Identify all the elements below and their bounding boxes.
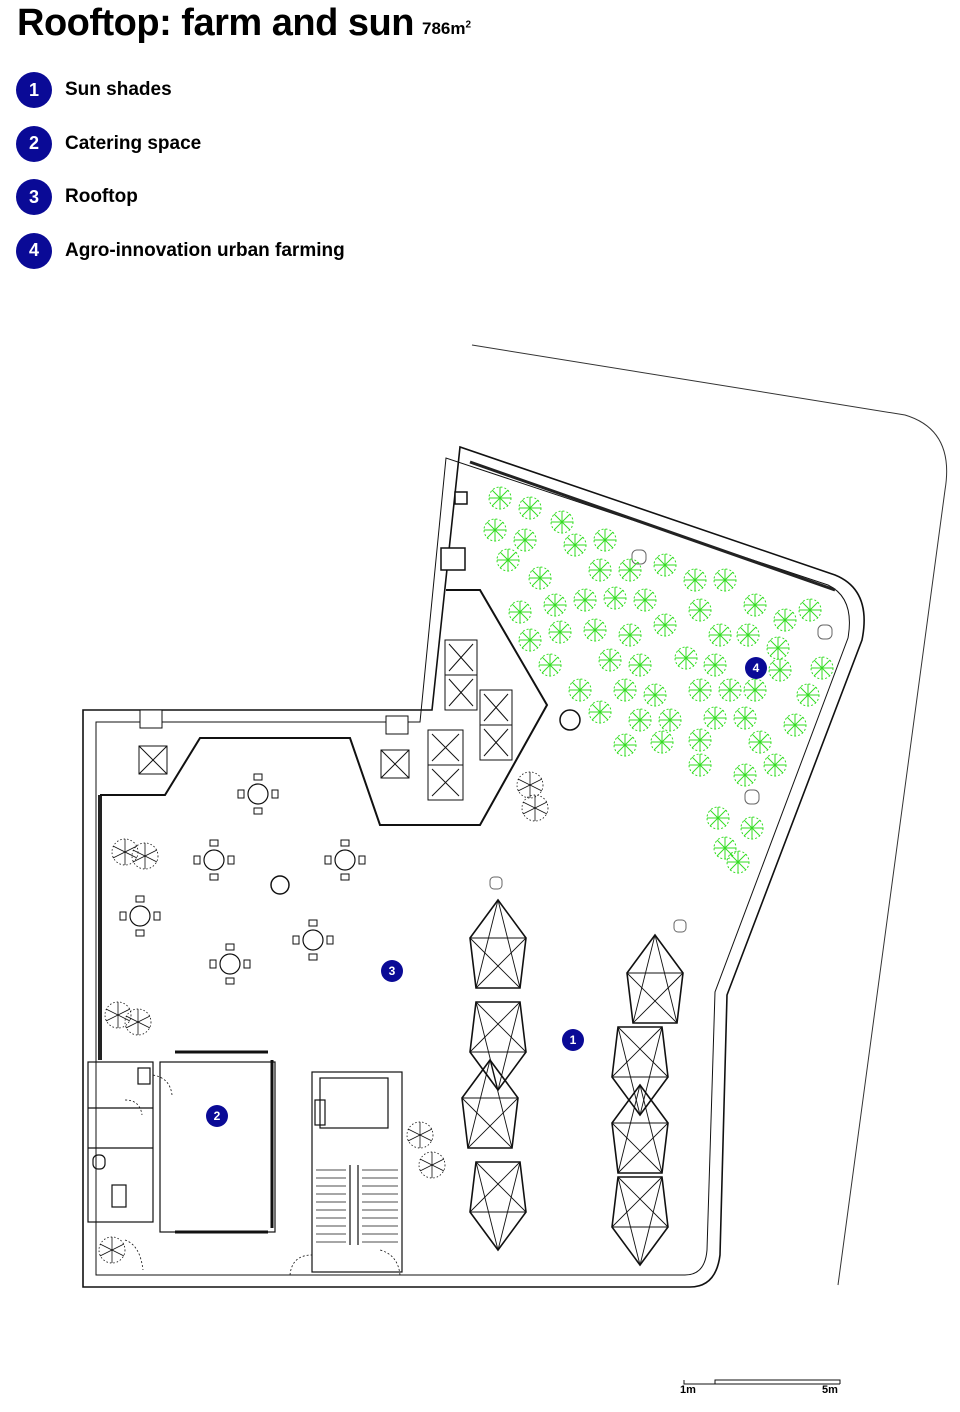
shrubs: [98, 771, 549, 1264]
stair-treads: [316, 1169, 398, 1243]
site-boundary: [471, 344, 948, 1286]
sun-shades-left: [461, 899, 527, 1251]
legend-item-sun-shades: 1 Sun shades: [16, 72, 345, 108]
restrooms: [87, 1061, 154, 1223]
column: [139, 709, 163, 729]
legend-label: Rooftop: [65, 186, 138, 207]
legend-label: Sun shades: [65, 79, 172, 100]
plan-marker-sun-shades: 1: [562, 1029, 584, 1051]
legend: 1 Sun shades 2 Catering space 3 Rooftop …: [16, 72, 345, 286]
legend-badge: 4: [16, 232, 52, 269]
area-unit-sup: 2: [465, 19, 472, 31]
column: [385, 715, 409, 735]
legend-label: Agro-innovation urban farming: [65, 239, 345, 261]
legend-label: Catering space: [65, 132, 202, 154]
door-swings: [124, 1074, 401, 1276]
skylight-units: [138, 745, 410, 779]
area-value: 786m: [422, 19, 466, 38]
legend-badge: 2: [16, 125, 52, 162]
plan-marker-farming: 4: [745, 657, 767, 679]
column: [454, 491, 468, 505]
column: [440, 547, 466, 571]
scale-label-end: 5m: [822, 1384, 838, 1396]
urban-farm-plants: [483, 486, 834, 874]
legend-badge: 3: [16, 179, 52, 215]
legend-badge: 1: [16, 72, 52, 108]
legend-item-rooftop: 3 Rooftop: [16, 179, 345, 215]
stair-core: [311, 1071, 403, 1273]
pavilion-enclosure: [100, 589, 549, 826]
catering-room: [159, 1050, 276, 1234]
pavilion-panels: [427, 639, 513, 801]
page-title: Rooftop: farm and sun: [17, 2, 414, 44]
building-outline: [82, 445, 865, 1288]
scale-bar: [683, 1379, 841, 1385]
plan-marker-rooftop: 3: [381, 960, 403, 982]
legend-item-catering-space: 2 Catering space: [16, 125, 345, 162]
plan-marker-catering: 2: [206, 1105, 228, 1127]
cafe-tables: [119, 773, 366, 985]
sun-shades-right: [611, 934, 684, 1266]
scale-label-start: 1m: [680, 1384, 696, 1396]
legend-item-urban-farming: 4 Agro-innovation urban farming: [16, 232, 345, 269]
area-label: 786m2: [422, 19, 471, 39]
